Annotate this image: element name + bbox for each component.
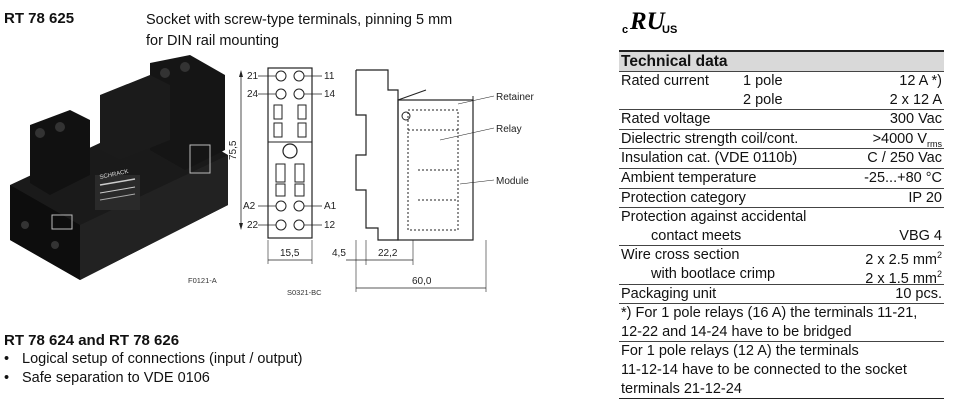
technical-data-title: Technical data [619, 50, 944, 71]
table-row: contact meets VBG 4 [619, 227, 944, 246]
note-line: 12-22 and 14-24 have to be bridged [621, 323, 852, 340]
table-row: Ambient temperature -25...+80 °C [619, 167, 944, 188]
terminal-a1: A1 [324, 201, 337, 212]
terminal-a2: A2 [243, 201, 256, 212]
row-value: IP 20 [908, 189, 942, 206]
row-value: C / 250 Vac [867, 150, 942, 167]
table-row: Dielectric strength coil/cont. >4000 Vrm… [619, 128, 944, 149]
row-label: Protection against accidental [621, 209, 807, 226]
value-unit-superscript: 2 [936, 250, 942, 261]
culus-certification-icon: c RU US [622, 8, 682, 41]
terminal-14: 14 [324, 89, 336, 100]
terminal-24: 24 [247, 89, 259, 100]
product-description: Socket with screw-type terminals, pinnin… [146, 10, 452, 52]
row-value: 2 x 12 A [889, 91, 942, 108]
row-label: contact meets [651, 227, 742, 244]
note-line: terminals 21-12-24 [621, 380, 742, 397]
terminal-21: 21 [247, 71, 259, 82]
row-sublabel: 2 pole [743, 91, 783, 108]
table-row: Packaging unit 10 pcs. [619, 283, 944, 304]
row-label: Dielectric strength coil/cont. [621, 130, 799, 147]
dim-22-2: 22,2 [378, 248, 398, 259]
table-row: 2 pole 2 x 12 A [619, 91, 944, 110]
dim-width-front: 15,5 [280, 248, 300, 259]
socket-photo: SCHRACK [0, 55, 232, 290]
value-unit-subscript: rms [927, 138, 942, 149]
row-sublabel: 1 pole [743, 73, 783, 89]
table-row: Rated voltage 300 Vac [619, 109, 944, 129]
note-line: For 1 pole relays (12 A) the terminals [621, 343, 859, 360]
technical-data-table: Technical data Rated current 1 pole 12 A… [619, 50, 944, 400]
value-unit-superscript: 2 [936, 268, 942, 279]
footnote-bridging: *) For 1 pole relays (16 A) the terminal… [619, 303, 944, 341]
dim-height: 75,5 [228, 140, 239, 160]
row-label: Wire cross section [621, 247, 740, 264]
table-row: Insulation cat. (VDE 0110b) C / 250 Vac [619, 148, 944, 168]
terminal-22: 22 [247, 220, 259, 231]
row-value: VBG 4 [899, 227, 942, 244]
description-line-2: for DIN rail mounting [146, 33, 279, 49]
cert-suffix: US [662, 24, 677, 36]
row-value: >4000 Vrms [873, 130, 942, 153]
description-line-1: Socket with screw-type terminals, pinnin… [146, 12, 453, 28]
value-text: 2 x 2.5 mm [865, 252, 937, 269]
row-value: 12 A *) [899, 73, 942, 89]
row-label: Packaging unit [621, 285, 717, 302]
dim-4-5: 4,5 [332, 248, 346, 259]
row-value: 2 x 2.5 mm2 [865, 246, 942, 269]
table-row: Protection against accidental [619, 207, 944, 227]
list-item: Logical setup of connections (input / ou… [4, 350, 303, 369]
dimension-drawing: 75,5 21 24 A2 22 11 14 A1 12 15,5 [228, 60, 538, 305]
row-label: Ambient temperature [621, 169, 757, 186]
cert-mark: RU [629, 8, 667, 35]
photo-code: F0121-A [188, 276, 217, 285]
dim-60-0: 60,0 [412, 276, 432, 287]
row-value: -25...+80 °C [864, 169, 942, 186]
drawing-code: S0321-BC [287, 288, 322, 297]
photo-brand: SCHRACK [99, 169, 129, 181]
note-line: *) For 1 pole relays (16 A) the terminal… [621, 305, 918, 322]
variants-title: RT 78 624 and RT 78 626 [4, 332, 180, 349]
value-text: 2 x 1.5 mm [865, 270, 937, 287]
label-retainer: Retainer [496, 92, 534, 103]
row-label: with bootlace crimp [651, 265, 776, 282]
row-label: Insulation cat. (VDE 0110b) [621, 150, 798, 167]
table-row: Wire cross section 2 x 2.5 mm2 [619, 245, 944, 268]
table-row: Rated current 1 pole 12 A *) [619, 71, 944, 91]
terminal-12: 12 [324, 220, 336, 231]
row-value: 2 x 1.5 mm2 [865, 265, 942, 288]
row-value: 300 Vac [889, 111, 942, 128]
label-module: Module [496, 176, 529, 187]
row-value: 10 pcs. [895, 285, 942, 302]
table-row: with bootlace crimp 2 x 1.5 mm2 [619, 265, 944, 287]
terminal-11: 11 [324, 71, 335, 82]
list-item: Safe separation to VDE 0106 [4, 369, 303, 388]
table-bottom-rule [619, 398, 944, 400]
table-row: Protection category IP 20 [619, 187, 944, 208]
note-line: 11-12-14 have to be connected to the soc… [621, 361, 907, 378]
row-label: Rated voltage [621, 111, 711, 128]
cert-prefix: c [622, 24, 628, 36]
label-relay: Relay [496, 124, 522, 135]
footnote-connection: For 1 pole relays (12 A) the terminals 1… [619, 341, 944, 398]
value-text: >4000 V [872, 130, 927, 147]
row-label: Rated current [621, 73, 709, 89]
variants-list: Logical setup of connections (input / ou… [4, 350, 303, 388]
product-model: RT 78 625 [4, 10, 75, 27]
row-label: Protection category [621, 189, 746, 206]
